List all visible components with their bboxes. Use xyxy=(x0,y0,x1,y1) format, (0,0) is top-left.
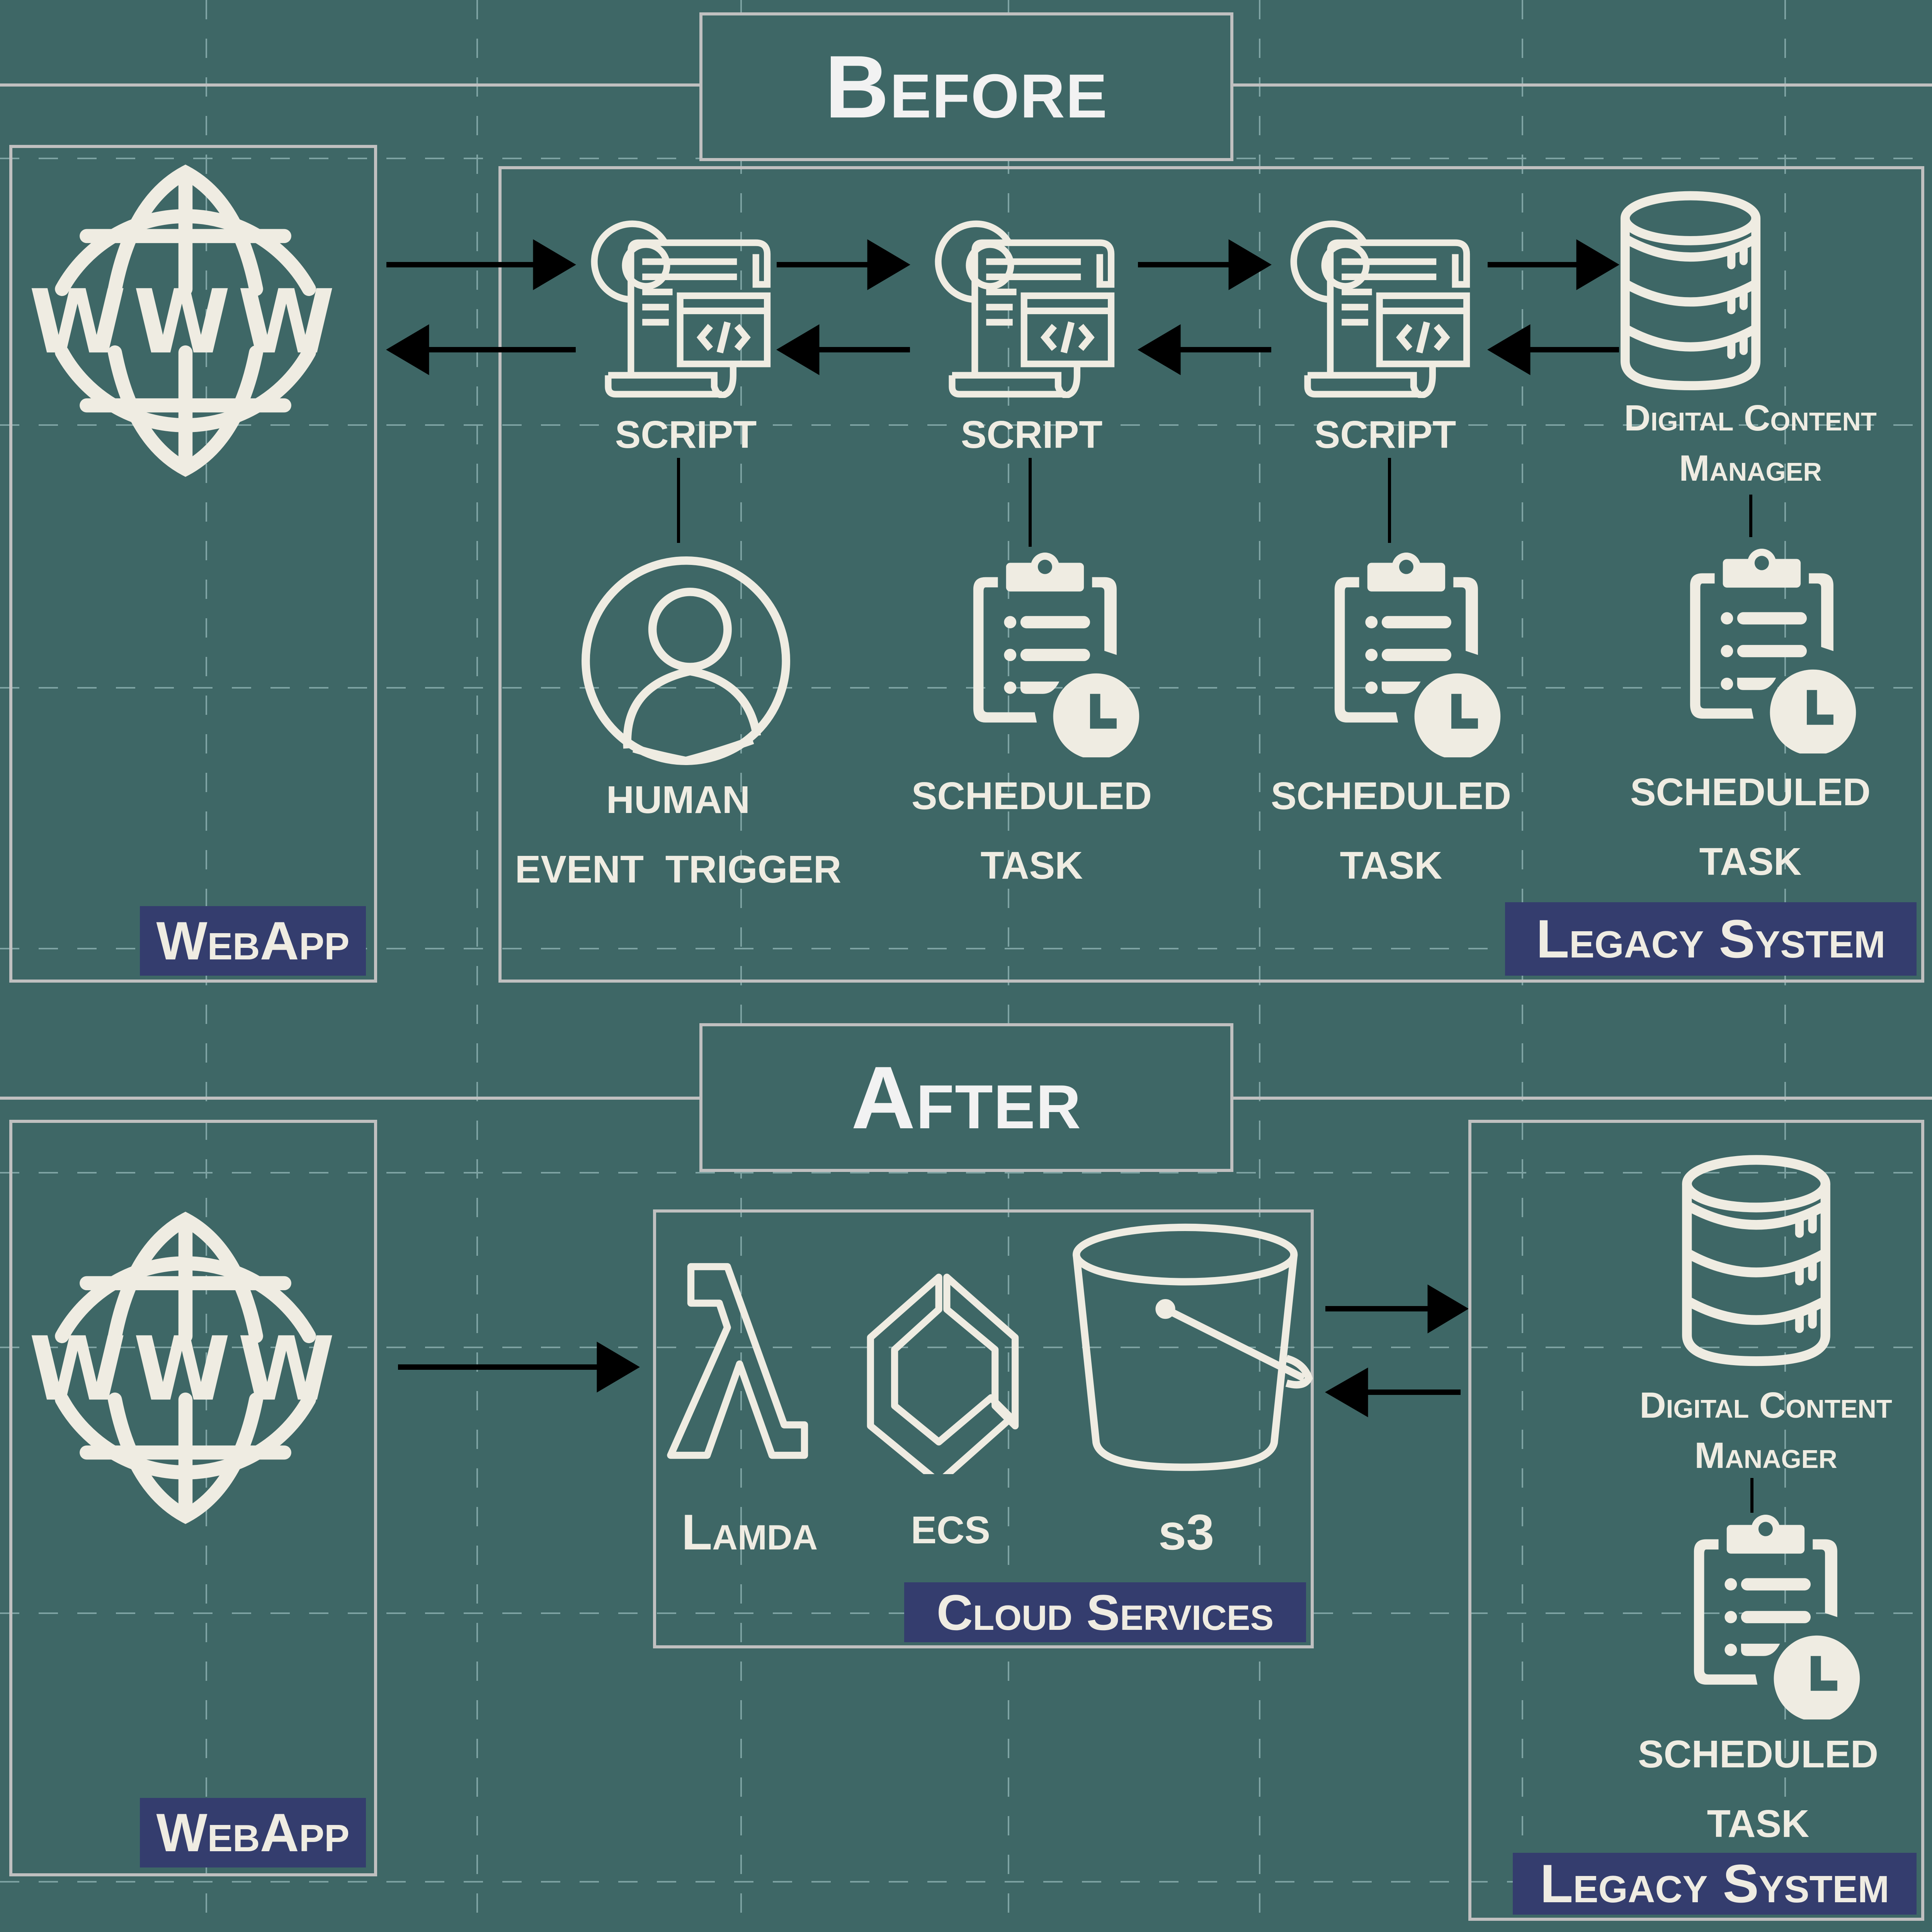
database-icon xyxy=(1619,189,1762,394)
arrow-head xyxy=(1228,239,1272,290)
after-dcm-label-line2: Manager xyxy=(1694,1435,1837,1476)
after-webapp-badge: WebApp xyxy=(140,1798,366,1867)
scheduled-task-4-label-1: SCHEDULED xyxy=(1630,770,1871,814)
arrow-head xyxy=(1427,1284,1469,1333)
lambda-icon xyxy=(667,1262,829,1466)
dcm-label-line1: Digital Content xyxy=(1624,398,1877,439)
scheduled-task-icon xyxy=(1677,1515,1862,1719)
database-icon xyxy=(1662,1153,1851,1370)
after-divider-right xyxy=(1231,1097,1932,1100)
after-title-text: After xyxy=(851,1048,1082,1147)
human-trigger-label-1: HUMAN xyxy=(606,778,750,821)
arrow-head xyxy=(1487,324,1531,375)
s3-bucket-icon xyxy=(1066,1221,1314,1476)
scheduled-task-4-label-2: TASK xyxy=(1699,840,1802,883)
after-webapp-container xyxy=(9,1120,377,1876)
human-trigger-label-2: EVENT TRIGGER xyxy=(515,848,842,891)
script-3-connector xyxy=(1388,458,1391,543)
scheduled-task-icon xyxy=(1318,553,1503,757)
after-scheduled-task-label-1: SCHEDULED xyxy=(1638,1733,1879,1776)
scheduled-task-2-label-1: SCHEDULED xyxy=(911,774,1152,818)
scheduled-task-3-label-1: SCHEDULED xyxy=(1270,774,1512,818)
dcm-label-line2: Manager xyxy=(1679,448,1822,489)
before-divider-left xyxy=(0,83,701,87)
arrow-head xyxy=(867,239,910,290)
lambda-label: Lamda xyxy=(681,1504,818,1560)
arrow-head xyxy=(1138,324,1181,375)
after-title: After xyxy=(699,1023,1233,1172)
script-1-label: SCRIPT xyxy=(615,413,757,456)
after-dcm-connector xyxy=(1750,1478,1753,1513)
after-legacy-badge: Legacy System xyxy=(1513,1853,1917,1915)
script-icon xyxy=(931,209,1124,398)
script-1-connector xyxy=(677,458,680,543)
arrow-head xyxy=(776,324,820,375)
scheduled-task-2-label-2: TASK xyxy=(980,844,1083,887)
before-legacy-container xyxy=(498,166,1924,983)
script-2-label: SCRIPT xyxy=(961,413,1103,456)
cloud-services-container xyxy=(653,1209,1314,1648)
arrow-head xyxy=(533,239,576,290)
after-scheduled-task-label-2: TASK xyxy=(1707,1802,1810,1845)
ecs-label: ECS xyxy=(911,1509,990,1552)
scheduled-task-icon xyxy=(1673,549,1859,753)
www-globe-icon: WWW xyxy=(8,1206,363,1530)
after-legacy-container xyxy=(1468,1120,1924,1921)
script-3-label: SCRIPT xyxy=(1314,413,1456,456)
dcm-connector xyxy=(1749,495,1752,537)
after-dcm-label-line1: Digital Content xyxy=(1639,1385,1892,1426)
www-globe-icon: WWW xyxy=(8,158,363,483)
scheduled-task-icon xyxy=(956,553,1142,757)
arrow-head xyxy=(1576,239,1619,290)
arrow-head xyxy=(1325,1367,1368,1417)
before-legacy-badge: Legacy System xyxy=(1505,902,1917,976)
svg-text:WWW: WWW xyxy=(29,1318,342,1420)
arrow-head xyxy=(386,324,429,375)
before-divider-right xyxy=(1231,83,1932,87)
s3-label: s3 xyxy=(1158,1504,1214,1560)
before-arrows xyxy=(386,239,1619,375)
script-2-connector xyxy=(1029,458,1032,547)
script-icon xyxy=(1287,209,1480,398)
before-webapp-container xyxy=(9,145,377,983)
after-divider-left xyxy=(0,1097,701,1100)
svg-text:WWW: WWW xyxy=(29,270,342,373)
before-webapp-badge: WebApp xyxy=(140,906,366,976)
user-icon xyxy=(582,556,790,765)
after-arrows xyxy=(398,1284,1469,1417)
ecs-icon xyxy=(862,1273,1024,1474)
before-title-text: Before xyxy=(825,37,1108,136)
before-title: Before xyxy=(699,12,1233,161)
cloud-services-badge: Cloud Services xyxy=(904,1582,1306,1642)
script-icon xyxy=(587,209,781,398)
arrow-head xyxy=(597,1342,640,1393)
scheduled-task-3-label-2: TASK xyxy=(1340,844,1442,887)
